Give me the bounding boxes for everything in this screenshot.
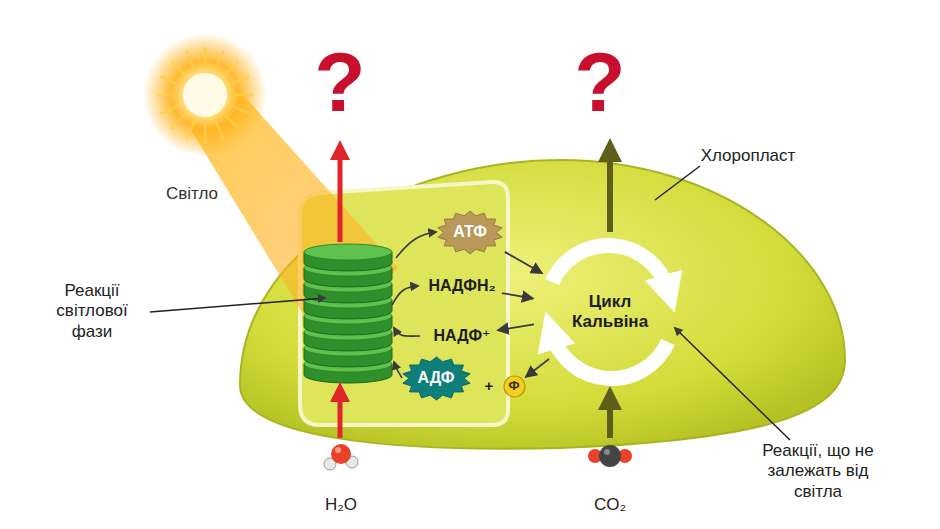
leader-line xyxy=(150,298,325,312)
sun-ray xyxy=(231,77,249,85)
burst-shape xyxy=(438,211,502,254)
cycle-curve xyxy=(394,328,420,336)
sun-ray xyxy=(204,123,207,143)
sun-ray xyxy=(225,61,239,75)
node-text: Ф xyxy=(508,379,519,394)
co2-label: CO₂ xyxy=(594,495,626,515)
nadph-label: НАДФН₂ xyxy=(424,274,500,299)
product-arrow xyxy=(607,150,613,232)
sun-ray xyxy=(161,106,179,114)
question-mark: ? xyxy=(314,40,365,124)
nadp-label: НАДФ⁺ xyxy=(430,324,495,349)
sun-ray xyxy=(231,106,249,114)
node-text: АДФ xyxy=(418,369,455,387)
phosphate-circle: Ф xyxy=(503,375,526,398)
flow-arrow xyxy=(505,252,543,273)
node-text: АТФ xyxy=(453,223,487,241)
plus-sign: + xyxy=(485,377,494,395)
cycle-curve xyxy=(396,232,436,258)
thylakoid-top xyxy=(304,244,392,260)
oxygen-arrow xyxy=(338,150,343,242)
sun-ray xyxy=(187,121,195,139)
light-label: Світло xyxy=(166,184,218,204)
water-label: H₂O xyxy=(325,495,357,515)
sun-ray xyxy=(161,77,179,85)
atp-burst: АТФ xyxy=(437,211,503,254)
burst-shape xyxy=(402,357,469,400)
node-text: НАДФ⁺ xyxy=(434,327,491,345)
chloroplast-label: Хлоропласт xyxy=(701,146,796,166)
co2-molecule xyxy=(588,445,632,467)
circle-shape xyxy=(504,376,525,397)
flow-arrow xyxy=(525,359,549,377)
cycle-curve xyxy=(394,362,402,378)
light-phase-label: Реакції світлової фази xyxy=(37,281,147,342)
dark-phase-label: Реакції, що не залежать від світла xyxy=(743,441,893,502)
cycle-arrow xyxy=(552,245,668,290)
sun-ray xyxy=(187,51,195,69)
sun xyxy=(183,73,227,117)
flow-arrow xyxy=(502,293,533,298)
grana-stack xyxy=(304,244,392,383)
sun-ray xyxy=(233,94,253,97)
calvin-cycle: Цикл Кальвіна xyxy=(535,237,685,387)
cycle-arrow xyxy=(552,334,668,379)
node-text: Цикл Кальвіна xyxy=(565,292,655,331)
sun-rays xyxy=(157,47,253,143)
sun-ray xyxy=(157,94,177,97)
question-mark: ? xyxy=(574,40,625,124)
leader-line xyxy=(655,166,700,200)
sun-ray xyxy=(204,47,207,67)
leader-line xyxy=(675,328,790,440)
cycle-curve xyxy=(392,286,418,305)
co2-arrow xyxy=(607,398,613,438)
sun-ray xyxy=(171,115,185,129)
node-text: НАДФН₂ xyxy=(428,277,495,295)
sun-ray xyxy=(216,51,224,69)
sun-glow xyxy=(143,33,267,157)
sun-ray xyxy=(216,121,224,139)
flow-arrow xyxy=(497,324,534,330)
adp-burst: АДФ xyxy=(402,357,471,400)
water-arrow xyxy=(338,392,343,438)
sun-ray xyxy=(225,115,239,129)
sun-ray xyxy=(171,61,185,75)
water-molecule xyxy=(324,444,358,470)
